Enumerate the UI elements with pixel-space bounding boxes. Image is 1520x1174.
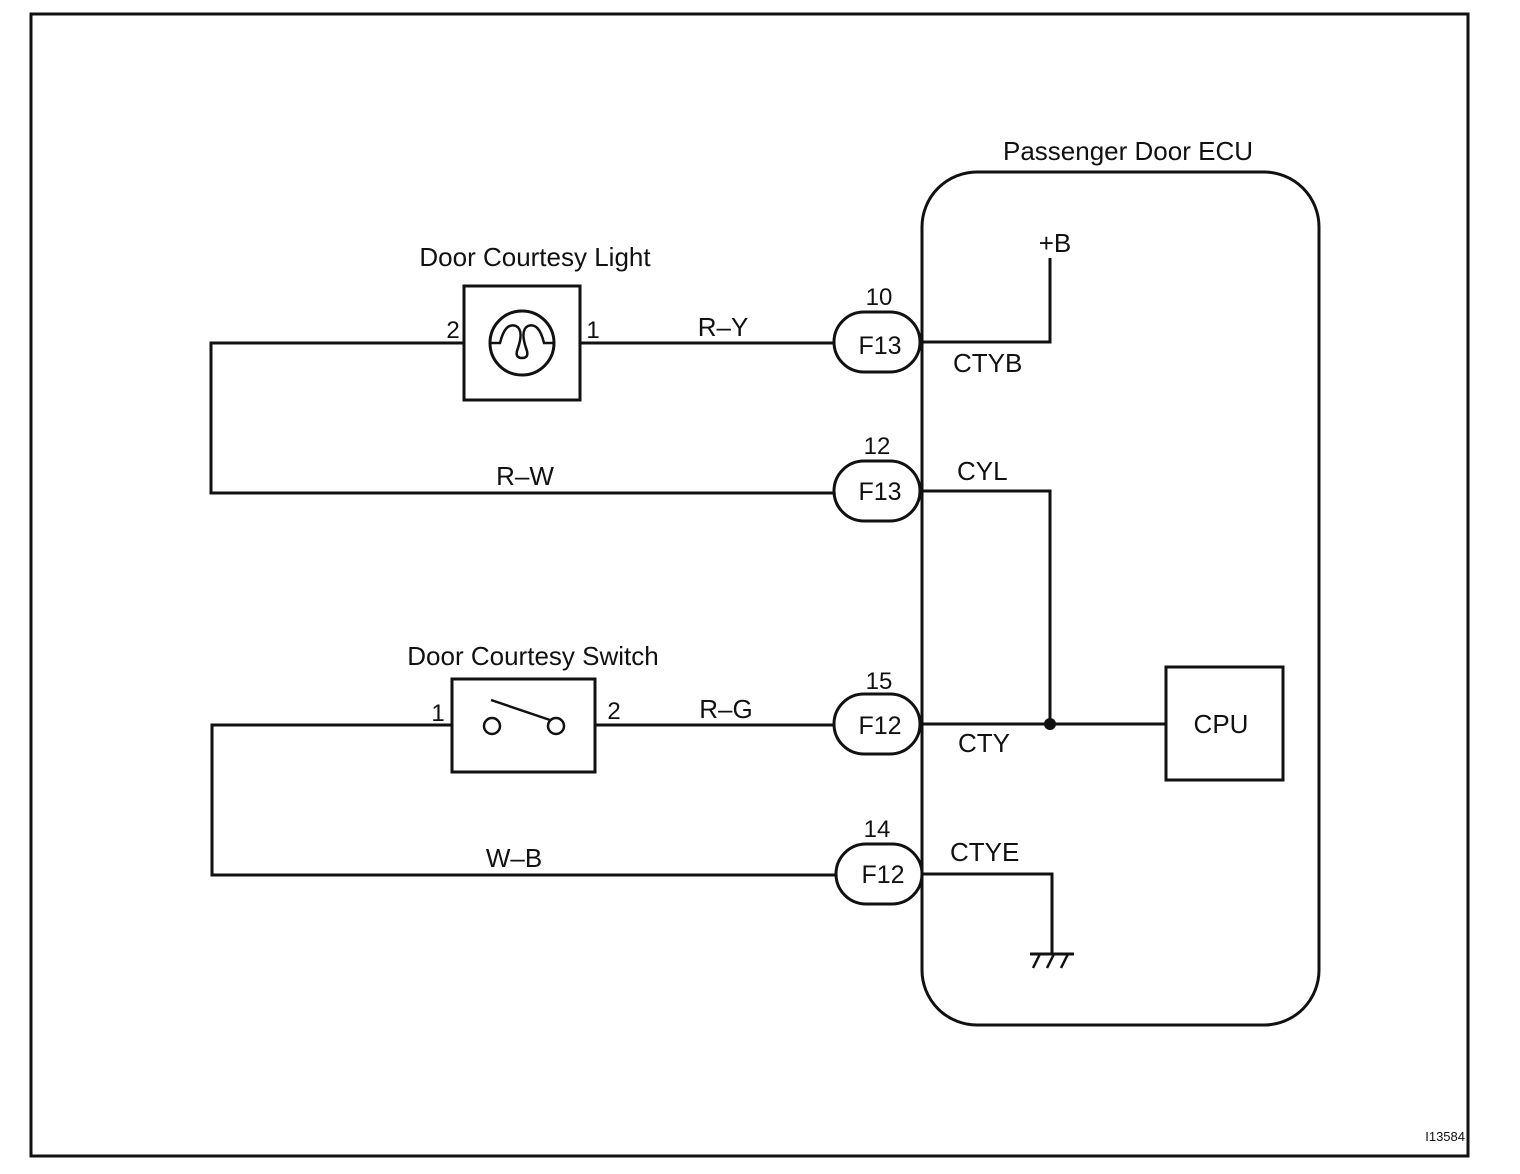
connector-pin: 15 — [866, 668, 893, 695]
cpu-label: CPU — [1194, 709, 1249, 739]
diagram-frame — [29, 12, 1470, 1158]
switch-title: Door Courtesy Switch — [407, 641, 658, 671]
connector-name: F13 — [858, 332, 901, 360]
power-label: +B — [1039, 228, 1072, 258]
junction-dot — [1044, 718, 1056, 730]
cyl-internal-line — [922, 489, 1052, 724]
wire-label-rw: R–W — [496, 461, 554, 491]
ground-icon — [1030, 952, 1074, 969]
figure-id: I13584 — [1425, 1129, 1465, 1144]
connector-pin: 12 — [864, 433, 891, 460]
light-pin-left: 2 — [446, 317, 459, 344]
connector-name: F13 — [858, 478, 901, 506]
wire-wb — [210, 723, 836, 877]
ecu-box — [920, 170, 1321, 1027]
light-box — [462, 284, 582, 402]
ctyb-internal-line — [922, 258, 1052, 344]
ecu-title: Passenger Door ECU — [1003, 136, 1253, 166]
signal-ctyb: CTYB — [953, 348, 1022, 378]
connector-pin: 10 — [866, 284, 893, 311]
connector-name: F12 — [861, 861, 904, 889]
wire-label-rg: R–G — [699, 694, 752, 724]
signal-ctye: CTYE — [950, 837, 1019, 867]
wire-rw — [209, 341, 834, 495]
switch-box — [450, 677, 597, 774]
light-pin-right: 1 — [586, 317, 599, 344]
switch-pin-right: 2 — [607, 698, 620, 725]
connector-f13-12 — [832, 459, 922, 523]
signal-cyl: CYL — [957, 456, 1008, 486]
light-title: Door Courtesy Light — [419, 242, 651, 272]
bulb-icon — [488, 309, 556, 377]
connector-pin: 14 — [864, 816, 891, 843]
switch-pin-left: 1 — [431, 700, 444, 727]
switch-icon — [482, 698, 566, 736]
wire-label-wb: W–B — [486, 843, 542, 873]
cpu-box — [1164, 665, 1285, 782]
wire-label-ry: R–Y — [698, 312, 749, 342]
signal-cty: CTY — [958, 728, 1010, 758]
connector-name: F12 — [858, 712, 901, 740]
ctye-internal-line — [922, 872, 1054, 954]
